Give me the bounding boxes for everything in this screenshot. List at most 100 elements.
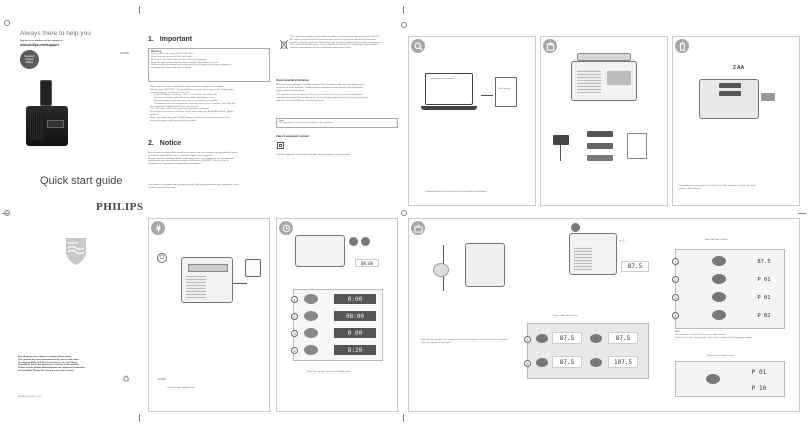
adapter-cable: [560, 145, 561, 161]
recycle-icon: ♻: [122, 374, 131, 384]
manual-doc: User Manual: [495, 77, 517, 107]
docking-speaker-image: [26, 80, 76, 148]
manual-label: User Manual: [498, 88, 511, 90]
select-lcd-2-text: P 10: [751, 384, 767, 392]
bullet: disconnect device shall remain readily o…: [150, 119, 197, 122]
tune-label: Tune to FM radio stations: [553, 315, 578, 317]
important-bullets: Make sure that there is enough free spac…: [150, 86, 270, 122]
time-lcd-2-text: 08:00: [345, 312, 365, 320]
time-steps: 1 2 3 4 0:00 08:00 0 00 8:20: [291, 289, 383, 361]
tune-lcd-3: 87.5: [552, 356, 582, 368]
quick-start-title: Quick start guide: [40, 175, 123, 187]
radio-panel: + / - 87.5 Fully extend and adjust the p…: [408, 218, 800, 412]
battery-1: [719, 83, 741, 88]
important-heading: 1. Important: [148, 36, 192, 43]
warning-line: Make sure that you always have easy acce…: [151, 64, 231, 67]
step-1-button: [304, 294, 318, 304]
store-lcd-1: 87.5: [750, 256, 778, 267]
download-badge: [411, 39, 425, 53]
tune-lcd-3-text: 87.5: [559, 358, 575, 366]
knob-2: [361, 237, 370, 246]
notice-line: Hereby, Gibson Innovations declares that…: [148, 157, 234, 160]
notice-line: requirements and other relevant provisio…: [148, 160, 229, 163]
time-panel: 08:00 1 2 3 4 0:00 08:00 0 00 8:20 Note:…: [276, 218, 398, 412]
dock-inserts: [587, 131, 613, 165]
env-intro-line: products, including batteries. Follow lo…: [290, 41, 381, 44]
bullet: Install all batteries correctly, + and –…: [154, 94, 218, 97]
warning-line: Never remove the casing of this clock ra…: [151, 53, 194, 56]
cover-model: AJ7260: [120, 52, 129, 55]
box-contents-panel: [540, 36, 668, 206]
env-intro: This symbol on a product means that the …: [290, 36, 398, 50]
radio-top-view: [181, 257, 233, 303]
legal-line: This product has been manufactured by, a…: [18, 358, 79, 361]
important-heading-num: 1.: [148, 36, 154, 43]
power-button-icon: ⏻: [157, 253, 167, 263]
time-note: Note: You can only set time in standby m…: [307, 371, 351, 373]
cover-url[interactable]: www.philips.com/support: [20, 43, 59, 47]
tune-lcd-2-text: 87.5: [615, 334, 631, 342]
tune-btn-4: [590, 358, 602, 367]
cover-register-text: Register your product and get support at: [20, 40, 63, 42]
cover-code: AJ7260_05_QSG_V1.0: [18, 396, 41, 398]
download-text: To download the full user manual, visit …: [425, 191, 488, 193]
adapter-image: [551, 133, 581, 163]
philips-shield-logo: PHILIPS: [64, 236, 88, 266]
tune-knob: [571, 223, 580, 232]
crosshair-left: [4, 20, 10, 26]
notice-body: Any changes or modifications made to thi…: [148, 152, 270, 166]
fold-mark-top-1: [139, 6, 140, 14]
question-badge-text: Question? Contact Philips: [24, 55, 35, 64]
standby-model: AJ7260: [157, 378, 166, 381]
laptop-url[interactable]: www.philips.com/support: [430, 78, 455, 80]
env-note-text: The type plate is located on the bottom …: [279, 122, 334, 125]
question-badge: Question? Contact Philips: [20, 50, 39, 69]
env-note-box: Note The type plate is located on the bo…: [276, 118, 398, 128]
radio-top: [577, 53, 631, 61]
fold-mark-top-2: [403, 6, 404, 14]
time-lcd-small: 08:00: [355, 259, 379, 267]
legal-line: Philips and the Philips Shield Emblem ar…: [18, 367, 86, 370]
store-lcd-2-text: P 01: [757, 276, 771, 283]
time-knobs: [349, 237, 389, 247]
battery-door: [761, 93, 775, 101]
env-body: All unnecessary packaging has been omitt…: [276, 84, 398, 103]
store-lcd-2: P 01: [750, 274, 778, 285]
bullet: property damage, or damage to the unit:: [150, 91, 190, 94]
step-3-button: [304, 328, 318, 338]
time-lcd-1-text: 0:00: [347, 295, 363, 303]
warning-label: Warning: [151, 50, 162, 53]
env-line: separate into three materials: cardboard…: [276, 86, 364, 89]
legal-line: the responsibility of Gibson Innovations…: [18, 361, 78, 364]
warning-line: disconnect the clock radio from the powe…: [151, 67, 192, 70]
shield-brand: PHILIPS: [67, 241, 79, 245]
battery-text: The batteries are supplied for clock bac…: [679, 185, 795, 191]
store-note-line: You can store a maximum of 10 preset rad…: [675, 333, 727, 336]
notice-footer-line: can be recycled and reused.: [148, 186, 176, 189]
important-column: 1. Important Warning Never remove the ca…: [148, 36, 270, 206]
bullet: Make sure that there is enough free spac…: [150, 86, 225, 88]
time-lcd-2: 08:00: [334, 311, 376, 321]
env-intro-line: EU. Inform yourself about the local sepa…: [290, 38, 377, 41]
battery-text-line: The batteries are supplied for clock bac…: [679, 185, 756, 187]
store-step-2: 2: [672, 276, 679, 283]
radio-rear-image: [465, 243, 505, 287]
tune-lcd-4: 107.5: [608, 356, 638, 368]
bullet: The clock radio shall not be exposed to …: [150, 108, 210, 111]
store-lcd-4: P 02: [750, 310, 778, 321]
time-lcd-small-text: 08:00: [360, 260, 374, 266]
step-4: 4: [291, 347, 298, 354]
laptop-base: [421, 106, 477, 110]
fold-mark-bottom-2: [403, 414, 404, 422]
class2-heading: Class II equipment symbol: [276, 135, 309, 138]
battery-text-line: power is disconnected.: [679, 187, 702, 190]
plus-minus-label: + / -: [619, 238, 627, 243]
store-step-1: 1: [672, 258, 679, 265]
cover-tagline: Always there to help you: [20, 30, 91, 37]
crosshair-left-bottom: [4, 210, 10, 216]
laptop-screen: www.philips.com/support: [425, 73, 473, 105]
cover: Always there to help you Register your p…: [12, 28, 143, 413]
notice-line: Any changes or modifications made to thi…: [148, 152, 238, 154]
bullet: Remove batteries when the clock radio is…: [154, 99, 218, 102]
radio-badge: [411, 221, 425, 235]
